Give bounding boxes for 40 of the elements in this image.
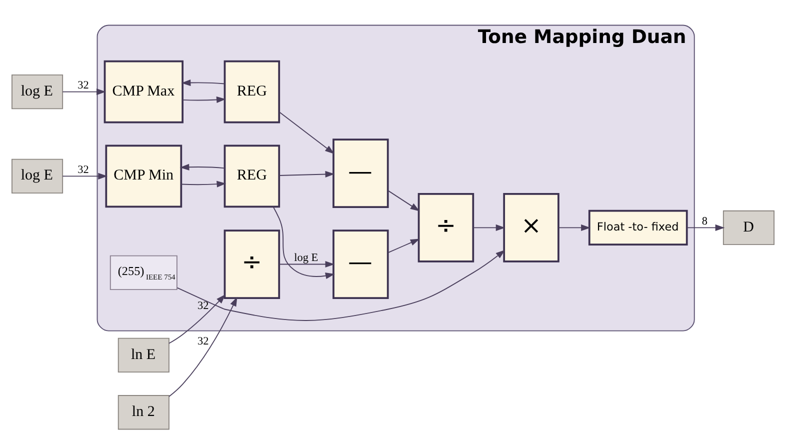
node-box: REG	[224, 144, 280, 208]
node-box: CMP Max	[104, 60, 184, 123]
node-box: (255)$_{IEEE 754}$	[110, 254, 178, 290]
arrow	[472, 224, 506, 230]
node-box: —	[332, 138, 389, 208]
arrow	[388, 238, 420, 253]
node-box: CMP Min	[105, 144, 182, 208]
node-box: ×	[503, 192, 560, 262]
arrow	[278, 170, 335, 178]
arrow	[180, 180, 226, 187]
edge-label: 32	[198, 299, 209, 312]
edge-label: 8	[702, 215, 708, 228]
arrow	[686, 224, 725, 230]
node-box: —	[332, 229, 389, 298]
edge-label: 32	[78, 79, 89, 92]
arrow	[278, 111, 334, 154]
arrow	[62, 88, 106, 95]
arrow	[278, 260, 335, 268]
node-box: ÷	[418, 192, 474, 262]
node-box: D	[722, 210, 774, 245]
node-box: REG	[224, 60, 280, 123]
node-box: ÷	[224, 229, 280, 298]
arrow	[180, 163, 226, 170]
arrow	[388, 190, 420, 211]
arrow	[168, 296, 238, 396]
arrow	[168, 294, 226, 344]
arrow	[182, 96, 226, 103]
node-box: log E	[12, 158, 64, 193]
arrow	[62, 172, 108, 179]
edge-label: 32	[198, 335, 209, 348]
arrow	[558, 224, 590, 230]
arrow	[176, 249, 506, 320]
arrow	[272, 206, 335, 278]
edge-label: 32	[78, 163, 89, 176]
arrow	[181, 78, 225, 86]
node-box: log E	[12, 74, 64, 109]
node-box: ln E	[118, 337, 170, 372]
node-box: ln 2	[118, 394, 170, 430]
edge-label: log E	[294, 252, 318, 264]
node-box: Float -to- fixed	[588, 209, 688, 246]
